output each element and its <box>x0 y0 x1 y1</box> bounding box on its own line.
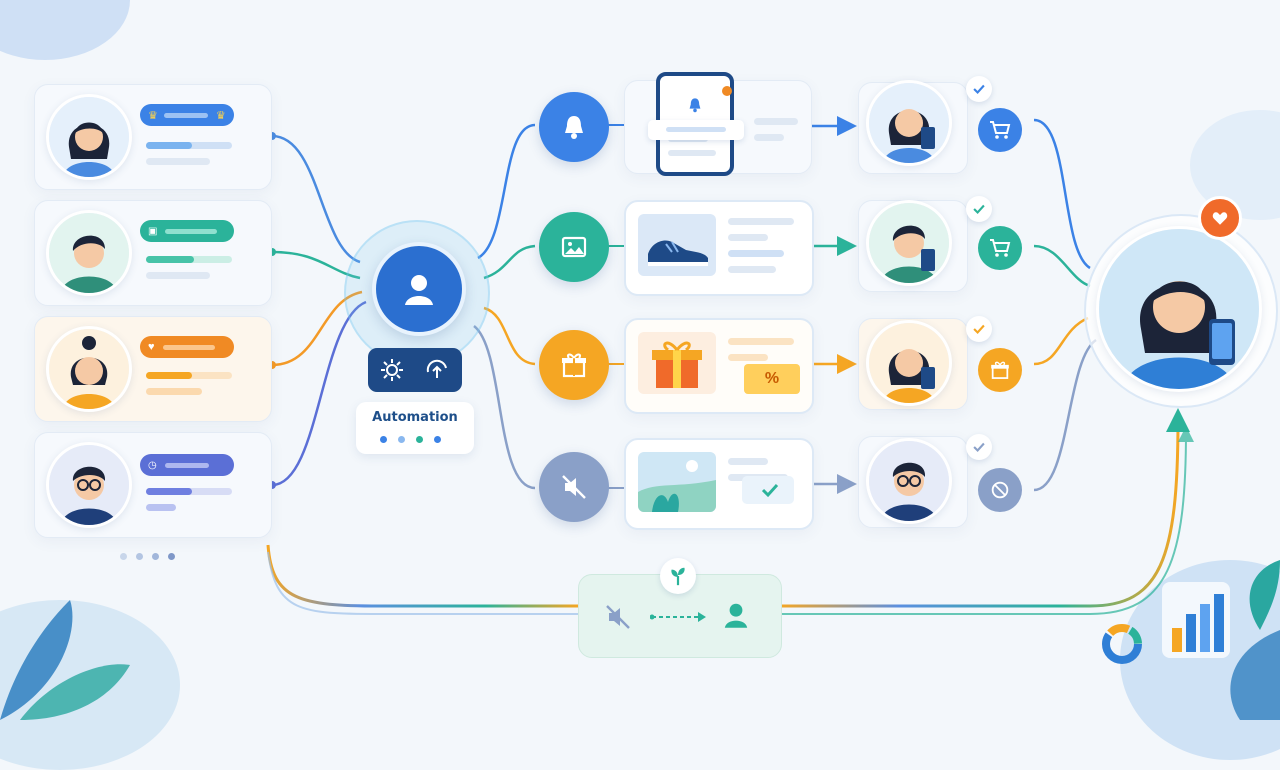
check-icon <box>973 442 985 453</box>
hub-tools <box>368 348 462 392</box>
mute-icon <box>562 475 586 499</box>
content-text-line <box>754 118 798 125</box>
cart-action-badge[interactable] <box>978 108 1022 152</box>
notification-popup <box>648 120 744 140</box>
gift-image <box>638 332 716 394</box>
landscape-image <box>638 452 716 512</box>
content-text-line <box>728 234 768 241</box>
discount-label: % <box>764 370 780 387</box>
image-channel-node[interactable] <box>539 212 609 282</box>
automation-label: Automation <box>372 410 458 425</box>
content-text-line <box>728 354 768 361</box>
page-dot[interactable] <box>136 553 143 560</box>
man-avatar <box>46 210 132 296</box>
status-check-badge <box>966 76 992 102</box>
man-glasses-avatar <box>46 442 132 528</box>
segment-detail-bar <box>146 272 210 279</box>
woman-phone-avatar-2 <box>866 320 952 406</box>
segment-progress-fill <box>146 256 194 263</box>
donut-chart-icon <box>1102 624 1142 664</box>
gift-icon <box>562 353 586 378</box>
cart-icon <box>990 121 1011 139</box>
segment-progress-fill <box>146 372 192 379</box>
cart-icon <box>990 239 1011 257</box>
content-text-line <box>728 338 794 345</box>
automation-label-card: Automation <box>356 402 474 454</box>
content-text-line <box>728 458 768 465</box>
hub-user-node[interactable] <box>372 242 466 336</box>
status-dot <box>398 436 405 443</box>
crown-icon: ♛ <box>215 109 226 122</box>
page-dot[interactable] <box>168 553 175 560</box>
mute-channel-node[interactable] <box>539 452 609 522</box>
cart-action-badge[interactable] <box>978 226 1022 270</box>
man-avatar-2 <box>866 438 952 524</box>
gift-channel-node[interactable] <box>539 330 609 400</box>
segment-badge-crown: ♛ ♛ <box>140 104 234 126</box>
content-text-line <box>728 218 794 225</box>
segment-badge-clock: ◷ <box>140 454 234 476</box>
sprout-icon <box>671 567 685 586</box>
user-icon <box>724 603 748 628</box>
sprout-badge <box>660 558 696 594</box>
bell-icon <box>689 98 701 113</box>
status-check-badge <box>966 196 992 222</box>
segment-detail-bar <box>146 388 202 395</box>
woman-bun-avatar <box>46 326 132 412</box>
sneaker-image <box>638 214 716 276</box>
pagination-dots[interactable] <box>120 553 190 563</box>
discount-ticket: % <box>744 364 800 394</box>
gear-icon[interactable] <box>380 358 404 382</box>
status-dot <box>380 436 387 443</box>
notification-count-badge <box>722 86 732 96</box>
segment-detail-bar <box>146 504 176 511</box>
id-card-icon: ▣ <box>148 225 158 237</box>
check-icon <box>973 84 985 95</box>
segment-progress-fill <box>146 142 192 149</box>
heart-favorite-badge[interactable] <box>1198 196 1242 240</box>
check-icon <box>973 324 985 335</box>
bell-icon <box>565 116 583 139</box>
segment-badge-id: ▣ <box>140 220 234 242</box>
leaf-decoration-left <box>0 600 130 720</box>
crown-icon: ♛ <box>148 109 158 122</box>
page-dot[interactable] <box>152 553 159 560</box>
segment-detail-bar <box>146 158 210 165</box>
refresh-upload-icon[interactable] <box>424 358 450 382</box>
check-icon <box>973 204 985 215</box>
content-text-line <box>728 250 784 257</box>
check-icon <box>761 483 779 498</box>
heart-icon <box>1212 212 1228 225</box>
man-phone-avatar <box>866 200 952 286</box>
status-check-badge <box>966 434 992 460</box>
arrow-icon <box>650 612 706 622</box>
status-dot <box>434 436 441 443</box>
bell-channel-node[interactable] <box>539 92 609 162</box>
gift-action-badge[interactable] <box>978 348 1022 392</box>
content-text-line <box>754 134 784 141</box>
segment-badge-heart: ♥ <box>140 336 234 358</box>
woman-phone-avatar <box>866 80 952 166</box>
happy-customer-avatar[interactable] <box>1096 226 1262 392</box>
woman-avatar <box>46 94 132 180</box>
landscape-check-box <box>742 476 794 504</box>
user-icon <box>405 275 433 305</box>
gift-icon <box>991 361 1009 379</box>
bar-chart-icon <box>1172 594 1224 652</box>
blocked-icon <box>991 481 1009 499</box>
blocked-action-badge[interactable] <box>978 468 1022 512</box>
flow-lines <box>266 116 1194 615</box>
content-text-line <box>728 266 776 273</box>
status-check-badge <box>966 316 992 342</box>
clock-icon: ◷ <box>148 459 157 471</box>
heart-icon: ♥ <box>148 341 155 353</box>
leaf-decoration-right <box>1230 560 1280 720</box>
page-dot[interactable] <box>120 553 127 560</box>
image-icon <box>561 236 587 258</box>
status-dot <box>416 436 423 443</box>
segment-progress-fill <box>146 488 192 495</box>
mute-icon <box>606 605 630 629</box>
